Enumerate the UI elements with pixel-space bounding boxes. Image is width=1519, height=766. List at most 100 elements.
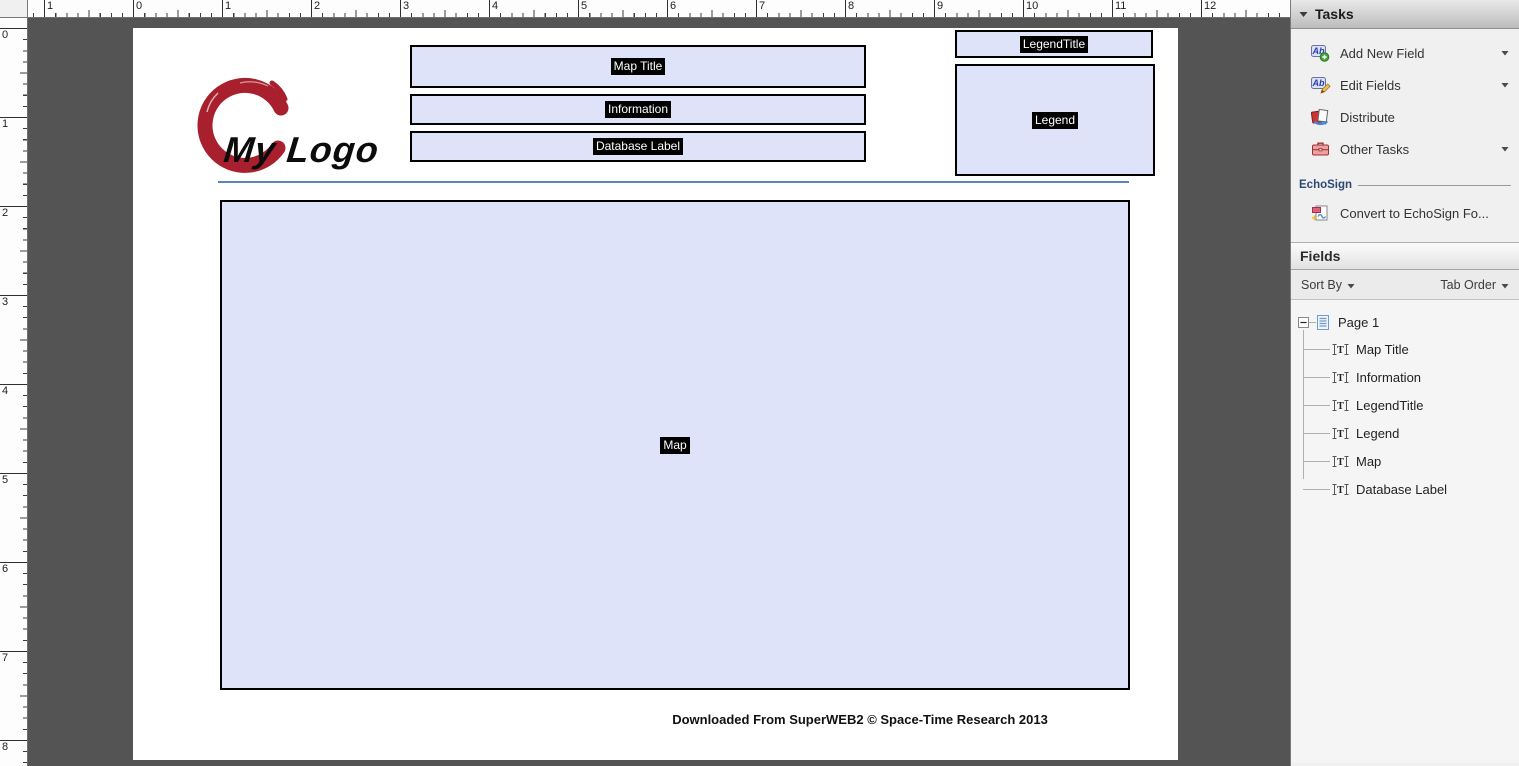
top-ruler-number: 1 bbox=[222, 0, 231, 17]
page-icon bbox=[1316, 314, 1331, 331]
tree-node-information[interactable]: T Information bbox=[1291, 363, 1519, 391]
task-item-add-new-field[interactable]: Ab Add New Field bbox=[1291, 37, 1519, 69]
task-item-label: Other Tasks bbox=[1340, 141, 1410, 157]
text-field-icon: T bbox=[1332, 399, 1349, 412]
svg-text:T: T bbox=[1337, 456, 1344, 467]
svg-text:Ab: Ab bbox=[1312, 46, 1325, 56]
tree-node-label: Page 1 bbox=[1338, 314, 1380, 330]
top-ruler-number: 1 bbox=[44, 0, 53, 17]
echosign-section-heading: EchoSign bbox=[1291, 177, 1519, 193]
distribute-icon bbox=[1311, 108, 1335, 126]
svg-text:T: T bbox=[1337, 372, 1344, 383]
tree-node-legendtitle[interactable]: T LegendTitle bbox=[1291, 391, 1519, 419]
form-field-legend-title[interactable]: LegendTitle bbox=[955, 30, 1153, 58]
left-ruler-number: 3 bbox=[0, 295, 27, 308]
echosign-convert-icon bbox=[1311, 205, 1335, 222]
form-field-information[interactable]: Information bbox=[410, 94, 866, 125]
echosign-items: Convert to EchoSign Fo... bbox=[1291, 197, 1519, 231]
task-item-label: Distribute bbox=[1340, 109, 1395, 125]
tab-order-label: Tab Order bbox=[1440, 277, 1496, 292]
sort-by-label: Sort By bbox=[1301, 277, 1342, 292]
tree-node-database-label[interactable]: T Database Label bbox=[1291, 475, 1519, 503]
dropdown-arrow-icon[interactable] bbox=[1501, 82, 1509, 88]
left-ruler-number: 7 bbox=[0, 651, 27, 664]
top-ruler-number: 10 bbox=[1023, 0, 1038, 17]
top-ruler-number: 4 bbox=[489, 0, 498, 17]
tree-node-label: Information bbox=[1356, 369, 1422, 385]
form-field-label: Map Title bbox=[610, 58, 666, 75]
text-field-icon: T bbox=[1332, 371, 1349, 384]
dropdown-arrow-icon bbox=[1347, 278, 1355, 292]
tab-order-dropdown[interactable]: Tab Order bbox=[1440, 278, 1509, 292]
tree-node-map[interactable]: T Map bbox=[1291, 447, 1519, 475]
tree-node-label: Legend bbox=[1356, 425, 1400, 441]
task-item-distribute[interactable]: Distribute bbox=[1291, 101, 1519, 133]
top-ruler-number: 2 bbox=[311, 0, 320, 17]
top-ruler-number: 0 bbox=[133, 0, 142, 17]
pdf-page: My Logo Map Title Information Database L… bbox=[133, 28, 1178, 760]
tree-node-label: LegendTitle bbox=[1356, 397, 1424, 413]
tree-connector bbox=[1309, 321, 1316, 323]
fields-sort-bar: Sort By Tab Order bbox=[1291, 270, 1519, 300]
logo-text: My Logo bbox=[221, 129, 382, 170]
other-tasks-icon bbox=[1311, 141, 1335, 157]
form-field-label: Database Label bbox=[592, 138, 684, 155]
top-ruler-number: 5 bbox=[578, 0, 587, 17]
top-ruler-number: 6 bbox=[667, 0, 676, 17]
form-field-map[interactable]: Map bbox=[220, 200, 1130, 690]
form-field-legend[interactable]: Legend bbox=[955, 64, 1155, 176]
tree-node-label: Map bbox=[1356, 453, 1382, 469]
svg-text:T: T bbox=[1337, 484, 1344, 495]
collapse-triangle-icon bbox=[1299, 11, 1308, 18]
text-field-icon: T bbox=[1332, 483, 1349, 496]
form-field-label: Legend bbox=[1031, 111, 1079, 129]
fields-panel-header: Fields bbox=[1291, 242, 1519, 270]
left-ruler-number: 2 bbox=[0, 206, 27, 219]
dropdown-arrow-icon bbox=[1501, 278, 1509, 292]
left-ruler-number: 6 bbox=[0, 562, 27, 575]
ruler-corner bbox=[0, 0, 28, 18]
expander-minus-icon[interactable] bbox=[1298, 316, 1309, 328]
document-canvas: My Logo Map Title Information Database L… bbox=[28, 18, 1290, 766]
sort-by-dropdown[interactable]: Sort By bbox=[1301, 278, 1355, 292]
page-footer-text: Downloaded From SuperWEB2 © Space-Time R… bbox=[672, 712, 1048, 727]
my-logo: My Logo bbox=[188, 73, 423, 183]
task-item-other-tasks[interactable]: Other Tasks bbox=[1291, 133, 1519, 165]
left-ruler-number: 0 bbox=[0, 28, 27, 41]
form-field-map-title[interactable]: Map Title bbox=[410, 45, 866, 88]
echosign-heading-label: EchoSign bbox=[1299, 179, 1353, 191]
add-field-icon: Ab bbox=[1311, 44, 1335, 62]
logo-swoosh-icon bbox=[188, 77, 306, 181]
dropdown-arrow-icon[interactable] bbox=[1501, 50, 1509, 56]
form-field-database-label[interactable]: Database Label bbox=[410, 131, 866, 162]
tasks-panel-title: Tasks bbox=[1315, 6, 1354, 22]
header-divider-line bbox=[218, 181, 1129, 183]
task-item-edit-fields[interactable]: Ab Edit Fields bbox=[1291, 69, 1519, 101]
task-item-label: Add New Field bbox=[1340, 45, 1425, 61]
tree-node-legend[interactable]: T Legend bbox=[1291, 419, 1519, 447]
tree-node-label: Database Label bbox=[1356, 481, 1448, 497]
edit-fields-icon: Ab bbox=[1311, 76, 1335, 94]
task-item-label: Edit Fields bbox=[1340, 77, 1401, 93]
top-ruler-number: 7 bbox=[756, 0, 765, 17]
left-ruler-number: 5 bbox=[0, 473, 27, 486]
svg-text:T: T bbox=[1337, 428, 1344, 439]
tasks-panel-header[interactable]: Tasks bbox=[1291, 0, 1519, 29]
tree-node-page-1[interactable]: Page 1 bbox=[1291, 309, 1519, 335]
dropdown-arrow-icon[interactable] bbox=[1501, 146, 1509, 152]
task-item-convert-to-echosign-fo[interactable]: Convert to EchoSign Fo... bbox=[1291, 197, 1519, 229]
svg-text:T: T bbox=[1337, 344, 1344, 355]
left-ruler-number: 4 bbox=[0, 384, 27, 397]
left-ruler-number: 8 bbox=[0, 740, 27, 753]
top-ruler-number: 11 bbox=[1112, 0, 1126, 17]
text-field-icon: T bbox=[1332, 427, 1349, 440]
text-field-icon: T bbox=[1332, 343, 1349, 356]
form-field-label: Map bbox=[660, 436, 690, 454]
